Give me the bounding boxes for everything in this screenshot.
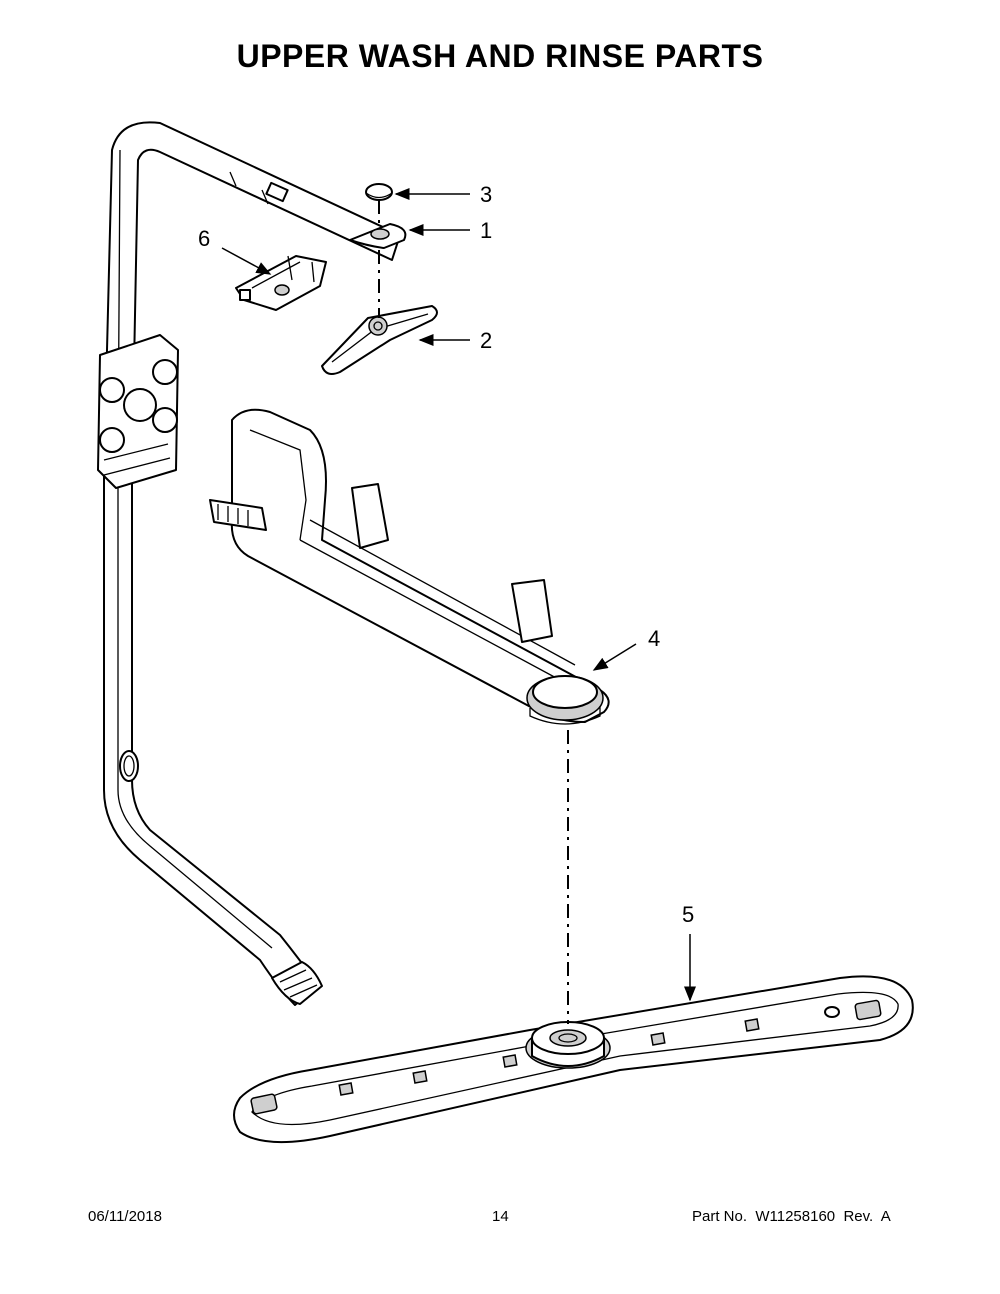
supply-tube [97, 121, 401, 1006]
footer-page-number: 14 [492, 1208, 509, 1225]
footer-part-number: Part No. W11258160 Rev. A [692, 1208, 891, 1225]
part-3-cap [365, 183, 393, 201]
page-title: UPPER WASH AND RINSE PARTS [236, 38, 764, 74]
callout-3: 3 [480, 182, 493, 207]
footer-date: 06/11/2018 [88, 1208, 162, 1225]
part-4-manifold [209, 408, 610, 725]
callout-4: 4 [648, 626, 661, 651]
leader-4 [592, 643, 637, 671]
callout-6: 6 [198, 226, 211, 251]
callout-1: 1 [480, 218, 493, 243]
part-6-bracket [235, 255, 327, 311]
leader-6 [221, 247, 272, 275]
part-2-small-spray-arm [321, 305, 438, 375]
part-1-arm-tip [349, 223, 407, 249]
callout-5: 5 [682, 902, 695, 927]
part-5-lower-spray-arm [233, 975, 914, 1144]
callout-2: 2 [480, 328, 493, 353]
